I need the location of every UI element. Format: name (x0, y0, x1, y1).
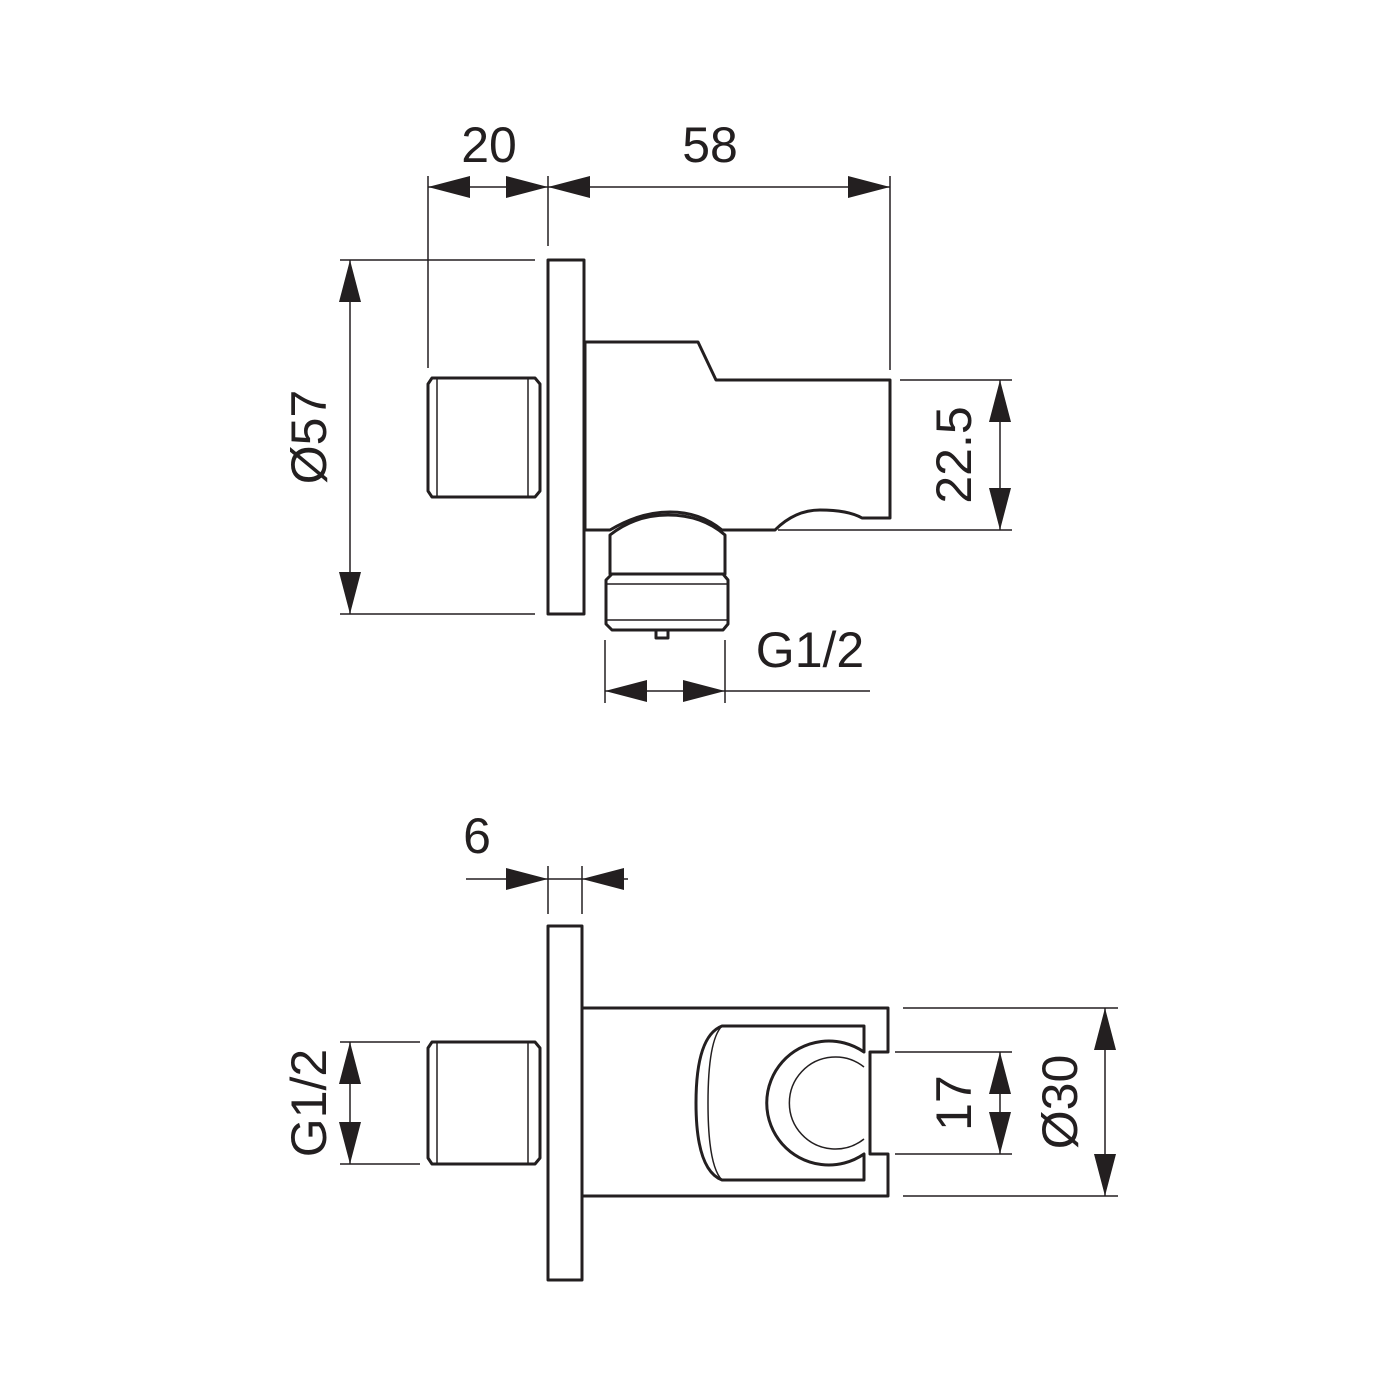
arrowhead (506, 868, 548, 890)
dim-mount-depth: 20 (427, 117, 549, 368)
arrowhead (989, 488, 1011, 530)
holder-cradle (694, 1024, 866, 1182)
arrowhead (339, 260, 361, 302)
arrowhead (989, 1112, 1011, 1154)
inlet-thread-nipple (426, 376, 542, 499)
dim-holder-diameter-label: Ø30 (1032, 1055, 1088, 1150)
arrowhead (339, 1122, 361, 1164)
arrowhead (339, 572, 361, 614)
dim-outlet-thread-label: G1/2 (756, 622, 864, 678)
dim-holder-opening-label: 17 (926, 1075, 982, 1131)
front-view: 6 G1/2 17 Ø30 (281, 808, 1118, 1282)
dim-flange-thickness-label: 6 (463, 808, 491, 864)
inlet-thread-nipple (426, 1040, 542, 1166)
arrowhead (1094, 1008, 1116, 1050)
cradle-edge (707, 1025, 723, 1181)
outlet-collar (608, 513, 727, 576)
dim-body-length: 58 (548, 117, 891, 370)
dim-flange-diameter: Ø57 (281, 259, 535, 615)
outlet-thread (604, 572, 730, 632)
dim-holder-diameter: Ø30 (903, 1007, 1118, 1197)
arrowhead (582, 868, 624, 890)
wall-flange (546, 258, 586, 616)
dim-holder-height: 22.5 (778, 379, 1012, 531)
dim-flange-diameter-label: Ø57 (281, 390, 337, 485)
dim-inlet-thread: G1/2 (281, 1041, 420, 1165)
arrowhead (548, 176, 590, 198)
front-view-part (426, 924, 890, 1282)
wall-flange (546, 924, 584, 1282)
dim-holder-height-label: 22.5 (926, 406, 982, 503)
arrowhead (506, 176, 548, 198)
arrowhead (683, 680, 725, 702)
dim-flange-thickness: 6 (463, 808, 628, 914)
side-view-part (426, 258, 892, 640)
outlet-pin (654, 628, 670, 640)
arrowhead (989, 380, 1011, 422)
dim-mount-depth-label: 20 (461, 117, 517, 173)
arrowhead (848, 176, 890, 198)
dim-outlet-thread: G1/2 (604, 622, 870, 703)
cradle-inner-edge (788, 1056, 865, 1150)
arrowhead (339, 1042, 361, 1084)
arrowhead (989, 1052, 1011, 1094)
dim-inlet-thread-label: G1/2 (281, 1049, 337, 1157)
arrowhead (1094, 1154, 1116, 1196)
side-view: 20 58 Ø57 22.5 (281, 117, 1012, 703)
dim-body-length-label: 58 (682, 117, 738, 173)
dim-holder-opening: 17 (895, 1051, 1012, 1155)
arrowhead (428, 176, 470, 198)
holder-body (546, 340, 892, 532)
arrowhead (605, 680, 647, 702)
